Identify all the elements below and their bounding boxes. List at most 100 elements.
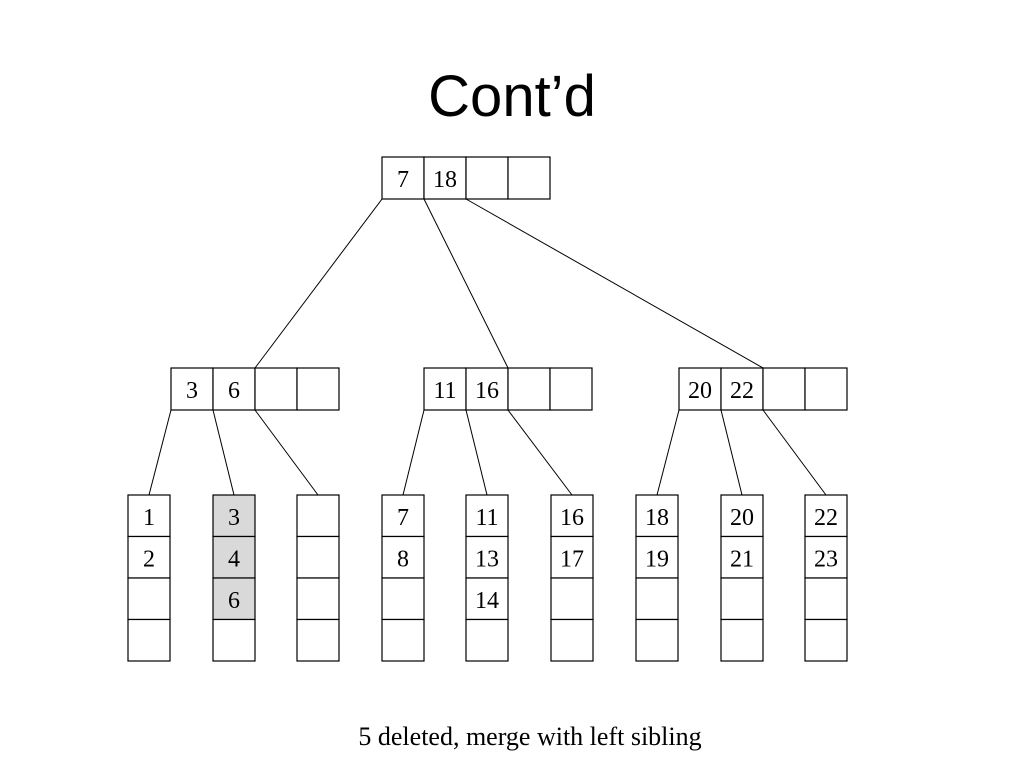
internal-1-node-cell <box>296 367 340 411</box>
leaf-4-node: 78 <box>381 494 425 662</box>
root-node-cell <box>423 156 467 200</box>
root-node-key: 18 <box>433 167 457 193</box>
internal-3-node-cell <box>804 367 848 411</box>
tree-edge <box>423 198 509 369</box>
leaf-2-node-key: 6 <box>228 588 240 614</box>
internal-2-node-key: 11 <box>433 378 456 404</box>
leaf-9-node-cell <box>804 535 848 579</box>
leaf-4-node-cell <box>381 577 425 621</box>
leaf-6-node-cell <box>550 535 594 579</box>
leaf-2-node-key: 4 <box>228 547 240 573</box>
leaf-1-node-key: 1 <box>143 505 155 531</box>
root-node-cell <box>507 156 551 200</box>
internal-2-node-cell <box>549 367 593 411</box>
leaf-4-node-cell <box>381 618 425 662</box>
leaf-9-node-key: 23 <box>814 547 838 573</box>
tree-edge <box>212 409 235 496</box>
internal-3-node-key: 20 <box>688 378 712 404</box>
leaf-5-node-key: 11 <box>475 505 498 531</box>
leaf-2-node-key: 3 <box>228 505 240 531</box>
leaf-4-node-key: 8 <box>397 547 409 573</box>
leaf-2-node-cell <box>212 535 256 579</box>
leaf-3-node-cell <box>296 577 340 621</box>
internal-2-node-cell <box>465 367 509 411</box>
tree-edges <box>148 198 827 496</box>
internal-2-node-cell <box>507 367 551 411</box>
leaf-3-node <box>296 494 340 662</box>
leaf-7-node-cell <box>635 577 679 621</box>
leaf-1-node-cell <box>127 577 171 621</box>
leaf-5-node-key: 13 <box>475 547 499 573</box>
leaf-7-node-key: 19 <box>645 547 669 573</box>
leaf-1-node: 12 <box>127 494 171 662</box>
leaf-8-node-cell <box>720 618 764 662</box>
leaf-7-node-cell <box>635 494 679 538</box>
leaf-6-node-key: 16 <box>560 505 584 531</box>
leaf-2-node-cell <box>212 618 256 662</box>
tree-edge <box>720 409 743 496</box>
tree-edge <box>254 409 319 496</box>
leaf-4-node-cell <box>381 494 425 538</box>
leaf-5-node: 11 13 14 <box>465 494 509 662</box>
tree-edge <box>254 198 383 369</box>
tree-edge <box>465 409 488 496</box>
tree-edge <box>656 409 680 496</box>
leaf-5-node-cell <box>465 618 509 662</box>
tree-edge <box>507 409 573 496</box>
internal-1-node-cell <box>212 367 256 411</box>
leaf-9-node: 22 23 <box>804 494 848 662</box>
internal-1-node-key: 3 <box>186 378 198 404</box>
internal-1-node-cell <box>254 367 298 411</box>
slide-caption: 5 deleted, merge with left sibling <box>358 722 702 751</box>
root-node-cell <box>381 156 425 200</box>
internal-1-node-key: 6 <box>228 378 240 404</box>
leaf-1-node-cell <box>127 535 171 579</box>
leaf-8-node-cell <box>720 494 764 538</box>
leaf-8-node-key: 21 <box>730 547 754 573</box>
leaf-3-node-cell <box>296 535 340 579</box>
leaf-5-node-cell <box>465 494 509 538</box>
leaf-3-node-cell <box>296 494 340 538</box>
leaf-5-node-cell <box>465 535 509 579</box>
tree-edge <box>402 409 425 496</box>
root-node-key: 7 <box>397 167 409 193</box>
leaf-2-node: 3 4 6 <box>212 494 256 662</box>
leaf-3-node-cell <box>296 618 340 662</box>
tree-edge <box>465 198 764 369</box>
leaf-8-node-cell <box>720 577 764 621</box>
leaf-7-node-key: 18 <box>645 505 669 531</box>
internal-2-node-key: 16 <box>475 378 499 404</box>
internal-1-node-cell <box>170 367 214 411</box>
internal-3-node-cell <box>762 367 806 411</box>
leaf-5-node-key: 14 <box>475 588 499 614</box>
root-node: 7 18 <box>381 156 551 200</box>
leaf-9-node-cell <box>804 577 848 621</box>
tree-edge <box>762 409 827 496</box>
leaf-1-node-cell <box>127 618 171 662</box>
leaf-8-node-key: 20 <box>730 505 754 531</box>
leaf-1-node-cell <box>127 494 171 538</box>
leaf-4-node-cell <box>381 535 425 579</box>
leaf-9-node-cell <box>804 494 848 538</box>
slide-title: Cont’d <box>428 64 596 129</box>
leaf-6-node-cell <box>550 618 594 662</box>
tree-edge <box>148 409 172 496</box>
leaf-4-node-key: 7 <box>397 505 409 531</box>
internal-3-node-cell <box>720 367 764 411</box>
leaf-1-node-key: 2 <box>143 547 155 573</box>
leaf-8-node-cell <box>720 535 764 579</box>
leaf-9-node-key: 22 <box>814 505 838 531</box>
leaf-6-node-cell <box>550 494 594 538</box>
leaf-7-node-cell <box>635 618 679 662</box>
leaf-6-node-key: 17 <box>560 547 584 573</box>
leaf-9-node-cell <box>804 618 848 662</box>
leaf-2-node-cell <box>212 577 256 621</box>
internal-3-node-key: 22 <box>730 378 754 404</box>
